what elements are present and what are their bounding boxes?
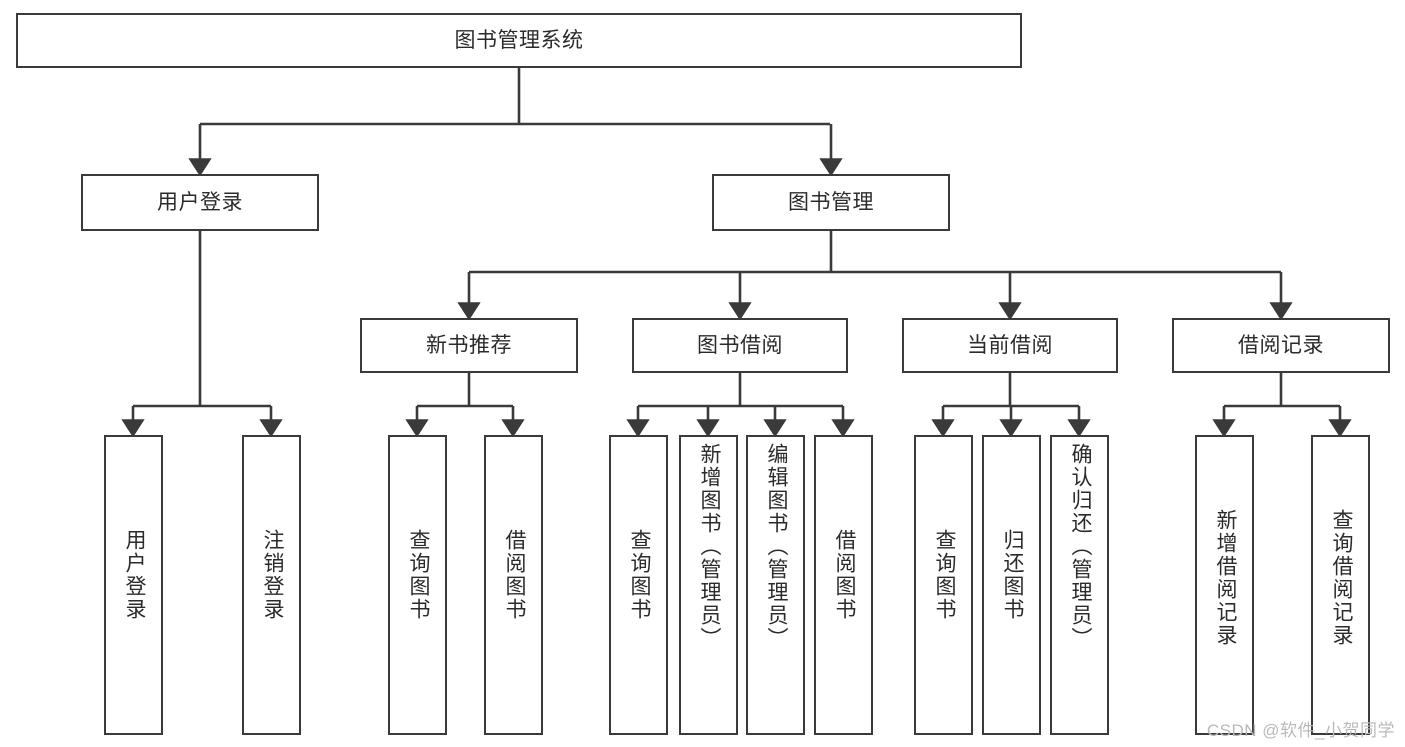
node-leaf-user-login[interactable]: 用户登录 — [104, 435, 163, 735]
node-label: 查询图书 — [932, 529, 956, 621]
node-leaf-add-book-admin[interactable]: 新增图书（管理员） — [679, 435, 738, 735]
node-label: 编辑图书（管理员） — [764, 443, 788, 650]
node-current-borrow[interactable]: 当前借阅 — [902, 318, 1118, 373]
node-label: 新增图书（管理员） — [697, 443, 721, 650]
node-leaf-edit-book-admin[interactable]: 编辑图书（管理员） — [746, 435, 805, 735]
node-label: 归还图书 — [1000, 529, 1024, 621]
node-label: 用户登录 — [122, 529, 146, 621]
node-book-management[interactable]: 图书管理 — [712, 174, 950, 231]
node-leaf-return-book[interactable]: 归还图书 — [982, 435, 1041, 735]
node-leaf-query-book-borrow[interactable]: 查询图书 — [609, 435, 668, 735]
node-leaf-borrow-book[interactable]: 借阅图书 — [814, 435, 873, 735]
node-label: 注销登录 — [260, 529, 284, 621]
node-label: 借阅记录 — [1238, 333, 1324, 357]
node-root-system[interactable]: 图书管理系统 — [16, 13, 1022, 68]
node-leaf-query-borrow-record[interactable]: 查询借阅记录 — [1311, 435, 1370, 735]
node-leaf-logout[interactable]: 注销登录 — [242, 435, 301, 735]
node-leaf-query-book-current[interactable]: 查询图书 — [914, 435, 973, 735]
node-leaf-confirm-return-admin[interactable]: 确认归还（管理员） — [1050, 435, 1109, 735]
node-label: 图书借阅 — [697, 333, 783, 357]
node-user-login[interactable]: 用户登录 — [81, 174, 319, 231]
node-label: 借阅图书 — [502, 529, 526, 621]
node-new-book-recommend[interactable]: 新书推荐 — [360, 318, 578, 373]
node-label: 图书管理系统 — [454, 28, 584, 52]
node-leaf-query-book-new[interactable]: 查询图书 — [388, 435, 447, 735]
node-label: 查询图书 — [627, 529, 651, 621]
node-label: 当前借阅 — [967, 333, 1053, 357]
node-borrow-record[interactable]: 借阅记录 — [1172, 318, 1390, 373]
node-label: 新书推荐 — [426, 333, 512, 357]
node-label: 用户登录 — [157, 190, 243, 214]
node-leaf-borrow-book-new[interactable]: 借阅图书 — [484, 435, 543, 735]
node-label: 借阅图书 — [832, 529, 856, 621]
node-label: 确认归还（管理员） — [1068, 443, 1092, 650]
node-label: 查询借阅记录 — [1329, 509, 1353, 647]
node-book-borrow[interactable]: 图书借阅 — [632, 318, 848, 373]
node-label: 查询图书 — [406, 529, 430, 621]
node-leaf-add-borrow-record[interactable]: 新增借阅记录 — [1195, 435, 1254, 735]
watermark-text: CSDN @软件_小贺同学 — [1206, 721, 1395, 740]
node-label: 图书管理 — [788, 190, 874, 214]
node-label: 新增借阅记录 — [1213, 509, 1237, 647]
